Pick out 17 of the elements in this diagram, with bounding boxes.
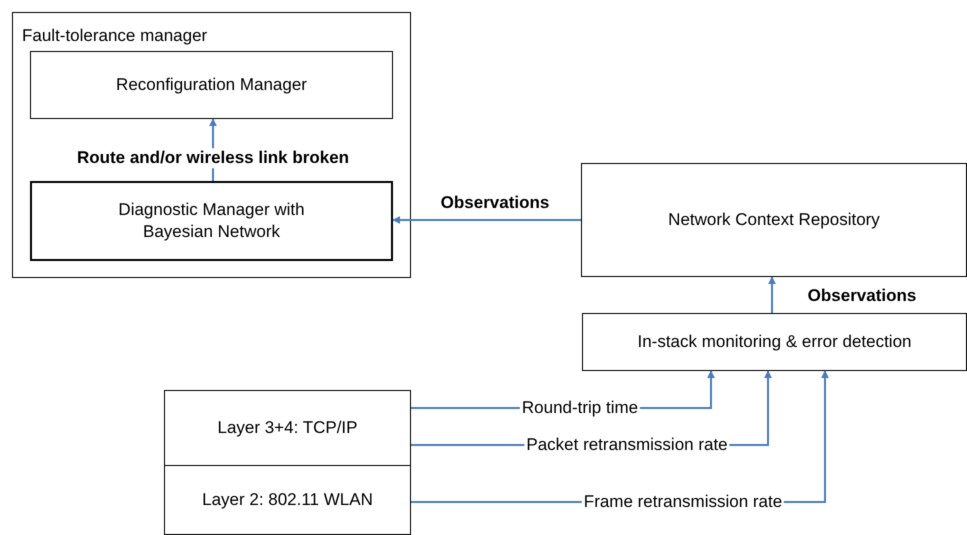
process-box <box>164 465 411 535</box>
group-panel <box>12 12 411 278</box>
process-box <box>581 163 967 277</box>
edge-label: Round-trip time <box>520 398 640 418</box>
group-heading: Fault-tolerance manager <box>22 25 208 47</box>
box-label: Layer 3+4: TCP/IP <box>217 416 358 439</box>
process-box <box>164 390 411 466</box>
box-label: Network Context Repository <box>668 208 880 231</box>
box-label: Diagnostic Manager with Bayesian Network <box>118 198 306 243</box>
arrow <box>768 276 776 313</box>
box-label: Layer 2: 802.11 WLAN <box>202 488 373 511</box>
box-label: Reconfiguration Manager <box>116 74 307 96</box>
process-box <box>30 181 393 261</box>
process-box <box>582 313 967 371</box>
arrow <box>392 216 581 224</box>
box-label: In-stack monitoring & error detection <box>637 330 912 353</box>
process-box <box>30 51 393 119</box>
